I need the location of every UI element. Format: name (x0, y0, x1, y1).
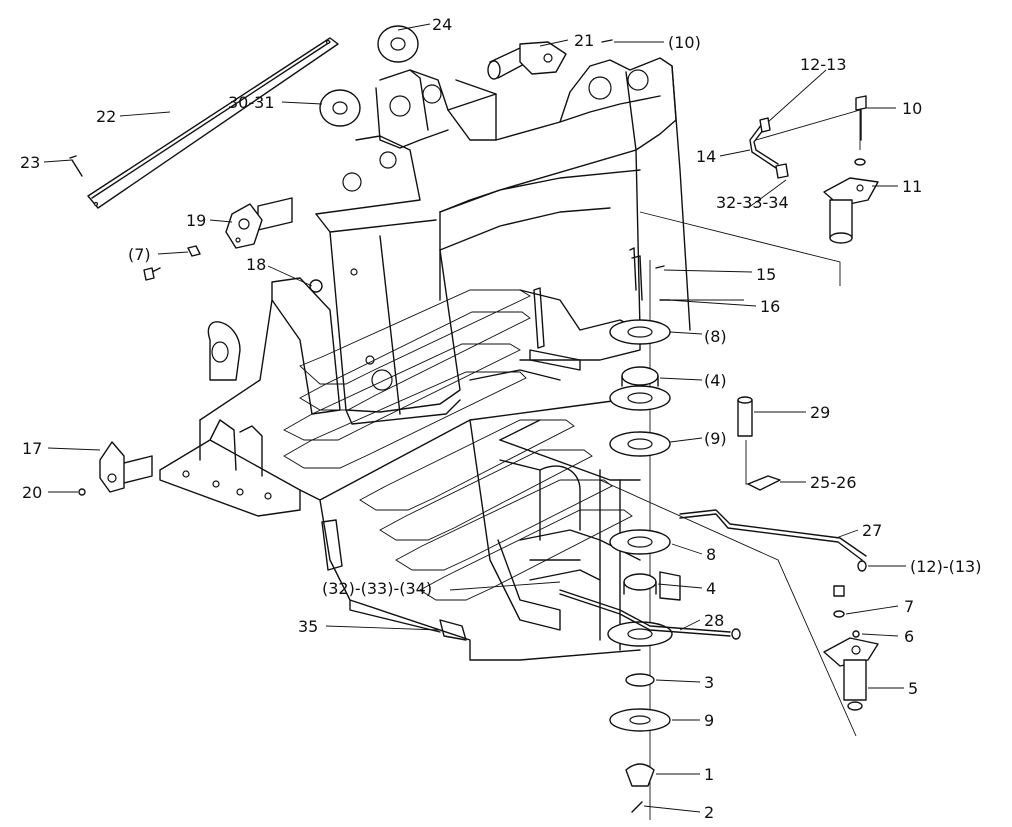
callout-9: 9 (704, 711, 714, 730)
stack-lower (607, 529, 673, 813)
part-22-cover-plate (87, 37, 339, 209)
part-6-nut (852, 630, 860, 638)
callout-11: 11 (902, 177, 922, 196)
part-27-pipe (679, 509, 867, 572)
callout-3: 3 (704, 673, 714, 692)
callout-labels: 24 21 (10) 22 30-31 12-13 10 23 14 11 32… (20, 15, 981, 822)
callout-23: 23 (20, 153, 40, 172)
callout-8: 8 (706, 545, 716, 564)
callout-32-33-34-ref: (32)-(33)-(34) (322, 579, 432, 598)
part-5-pin (823, 637, 879, 711)
callout-28: 28 (704, 611, 724, 630)
part-23-bolt (69, 155, 83, 177)
callout-29: 29 (810, 403, 830, 422)
callout-6: 6 (904, 627, 914, 646)
callout-10: 10 (902, 99, 922, 118)
callout-4-ref: (4) (704, 371, 727, 390)
part-14-pipe (749, 117, 789, 179)
callout-14: 14 (696, 147, 716, 166)
callout-16: 16 (760, 297, 780, 316)
part-7-bolt (833, 585, 845, 618)
callout-12-13: 12-13 (800, 55, 847, 74)
part-11-pin (823, 177, 879, 244)
main-frame (159, 57, 691, 661)
callout-2: 2 (704, 803, 714, 822)
callout-7-ref: (7) (128, 245, 151, 264)
part-29-bushing (737, 396, 753, 437)
callout-8-ref: (8) (704, 327, 727, 346)
callout-24: 24 (432, 15, 452, 34)
callout-17: 17 (22, 439, 42, 458)
callout-35: 35 (298, 617, 318, 636)
stack-upper (609, 319, 671, 457)
assembly-arrows (283, 289, 633, 601)
part-10-bolt (854, 95, 867, 166)
callout-20: 20 (22, 483, 42, 502)
part-20-nut (78, 488, 86, 496)
callout-9-ref: (9) (704, 429, 727, 448)
part-24-washer (377, 25, 419, 63)
callout-22: 22 (96, 107, 116, 126)
callout-7: 7 (904, 597, 914, 616)
leader-lines (43, 23, 906, 813)
part-19-pin (143, 197, 293, 281)
callout-10-ref: (10) (668, 33, 701, 52)
callout-19: 19 (186, 211, 206, 230)
callout-1: 1 (704, 765, 714, 784)
callout-27: 27 (862, 521, 882, 540)
callout-18: 18 (246, 255, 266, 274)
callout-30-31: 30-31 (228, 93, 275, 112)
callout-32-33-34: 32-33-34 (716, 193, 789, 212)
part-21-pin (487, 39, 613, 80)
part-25-26-plate (747, 475, 781, 491)
callout-5: 5 (908, 679, 918, 698)
part-28-pipe (559, 589, 741, 640)
callout-21: 21 (574, 31, 594, 50)
callout-4: 4 (706, 579, 716, 598)
part-30-31-washer (319, 89, 361, 127)
callout-25-26: 25-26 (810, 473, 857, 492)
callout-15: 15 (756, 265, 776, 284)
part-17-pin (99, 441, 153, 493)
callout-12-13-ref: (12)-(13) (910, 557, 981, 576)
